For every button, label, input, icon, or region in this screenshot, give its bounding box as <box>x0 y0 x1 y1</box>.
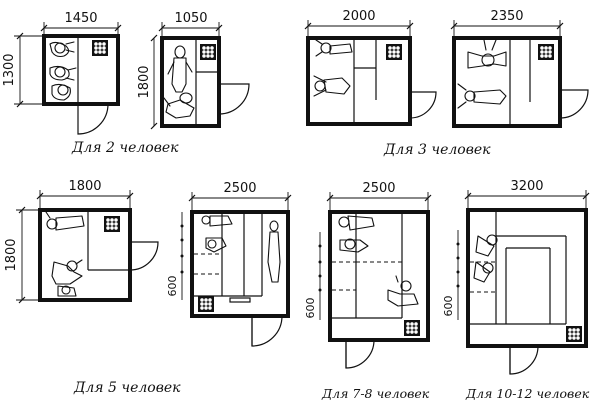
door-swing <box>77 103 109 135</box>
caption-5-persons: Для 5 человек <box>73 380 181 396</box>
lying-person-figure <box>315 39 353 57</box>
seated-person-figure <box>201 215 233 227</box>
door-swing <box>345 339 375 369</box>
plan-3: 2000 <box>304 9 437 126</box>
width-label: 2000 <box>342 9 375 24</box>
width-label: 2500 <box>223 181 256 196</box>
seated-person-figure <box>339 238 369 253</box>
lying-person-figure <box>387 275 419 307</box>
stove-icon <box>197 295 215 313</box>
lying-person-figure <box>51 259 83 285</box>
shelf-tier-markers: 600 <box>442 230 460 320</box>
seated-person-figure <box>205 237 227 253</box>
height-label: 1800 <box>4 238 19 271</box>
width-label: 1050 <box>174 11 207 26</box>
plan-6: 2500 600 <box>166 181 292 347</box>
dimension-width: 3200 <box>464 179 590 210</box>
lying-person-figure <box>457 83 507 109</box>
height-label: 1300 <box>2 53 17 86</box>
seated-person-figure <box>49 41 75 58</box>
plan-2: 1050 1800 <box>137 11 250 130</box>
width-label: 1800 <box>68 179 101 194</box>
door-swing <box>509 345 539 375</box>
seated-person-figure <box>473 261 494 283</box>
stove-icon <box>565 325 583 343</box>
room-walls <box>160 36 221 128</box>
dimension-height: 1800 <box>137 34 158 130</box>
step <box>229 297 251 303</box>
lying-person-figure <box>163 92 195 119</box>
room-walls <box>452 36 562 128</box>
room-walls <box>42 34 120 106</box>
stove-icon <box>537 43 555 61</box>
width-label: 3200 <box>510 179 543 194</box>
caption-7-8-persons: Для 7-8 человек <box>321 386 430 401</box>
width-label: 1450 <box>64 11 97 26</box>
plan-5: 1800 1800 Для 5 человек <box>4 179 181 396</box>
seated-person-figure <box>475 234 498 257</box>
caption-2-persons: Для 2 человек <box>71 140 179 156</box>
width-label: 2350 <box>490 9 523 24</box>
lying-person-figure <box>267 220 281 283</box>
room-walls <box>306 36 412 126</box>
caption-3-persons: Для 3 человек <box>383 142 491 158</box>
dimension-height: 1300 <box>2 32 44 108</box>
dimension-width: 1800 <box>36 179 134 210</box>
dimension-width: 1050 <box>158 11 223 38</box>
door-swing <box>129 241 159 271</box>
height-label: 1800 <box>137 65 152 98</box>
shelf-depth-label: 600 <box>442 296 455 317</box>
room-walls <box>190 210 290 318</box>
stove-icon <box>91 39 109 57</box>
stove-icon <box>385 43 403 61</box>
dimension-width: 2000 <box>304 9 414 38</box>
seated-person-figure <box>57 285 77 297</box>
dimension-height: 1800 <box>4 206 40 304</box>
lying-person-figure <box>45 211 85 231</box>
dimension-width: 1450 <box>40 11 122 36</box>
seated-person-figure <box>313 75 351 97</box>
lying-person-figure <box>338 215 375 231</box>
shelf-tier-markers: 600 <box>304 232 322 320</box>
width-label: 2500 <box>362 181 395 196</box>
stove-icon <box>103 215 121 233</box>
door-swing <box>559 89 589 119</box>
plan-8: 3200 600 Для 10-12 человек <box>442 179 590 401</box>
plan-7: 2500 600 Для 7-8 человек <box>304 181 432 401</box>
caption-10-12-persons: Для 10-12 человек <box>465 386 590 401</box>
seated-person-figure <box>51 83 71 101</box>
door-swing <box>218 83 250 115</box>
lying-person-figure <box>167 45 193 93</box>
shelf-depth-label: 600 <box>304 298 317 319</box>
room-walls <box>328 210 430 342</box>
room-walls <box>466 208 588 348</box>
dimension-width: 2500 <box>188 181 292 212</box>
shelf-tier-markers: 600 <box>166 212 184 300</box>
seated-person-figure <box>49 65 77 81</box>
plan-4: 2350 Для 3 человек <box>383 9 589 158</box>
lying-person-figure <box>467 39 507 69</box>
plan-1: 1450 1300 Для 2 человек <box>2 11 179 156</box>
door-swing <box>409 91 437 119</box>
stove-icon <box>403 319 421 337</box>
dimension-width: 2350 <box>450 9 564 38</box>
stove-icon <box>199 43 217 61</box>
door-swing <box>251 315 283 347</box>
dimension-width: 2500 <box>326 181 432 212</box>
shelf-depth-label: 600 <box>166 276 179 297</box>
room-walls <box>38 208 132 302</box>
